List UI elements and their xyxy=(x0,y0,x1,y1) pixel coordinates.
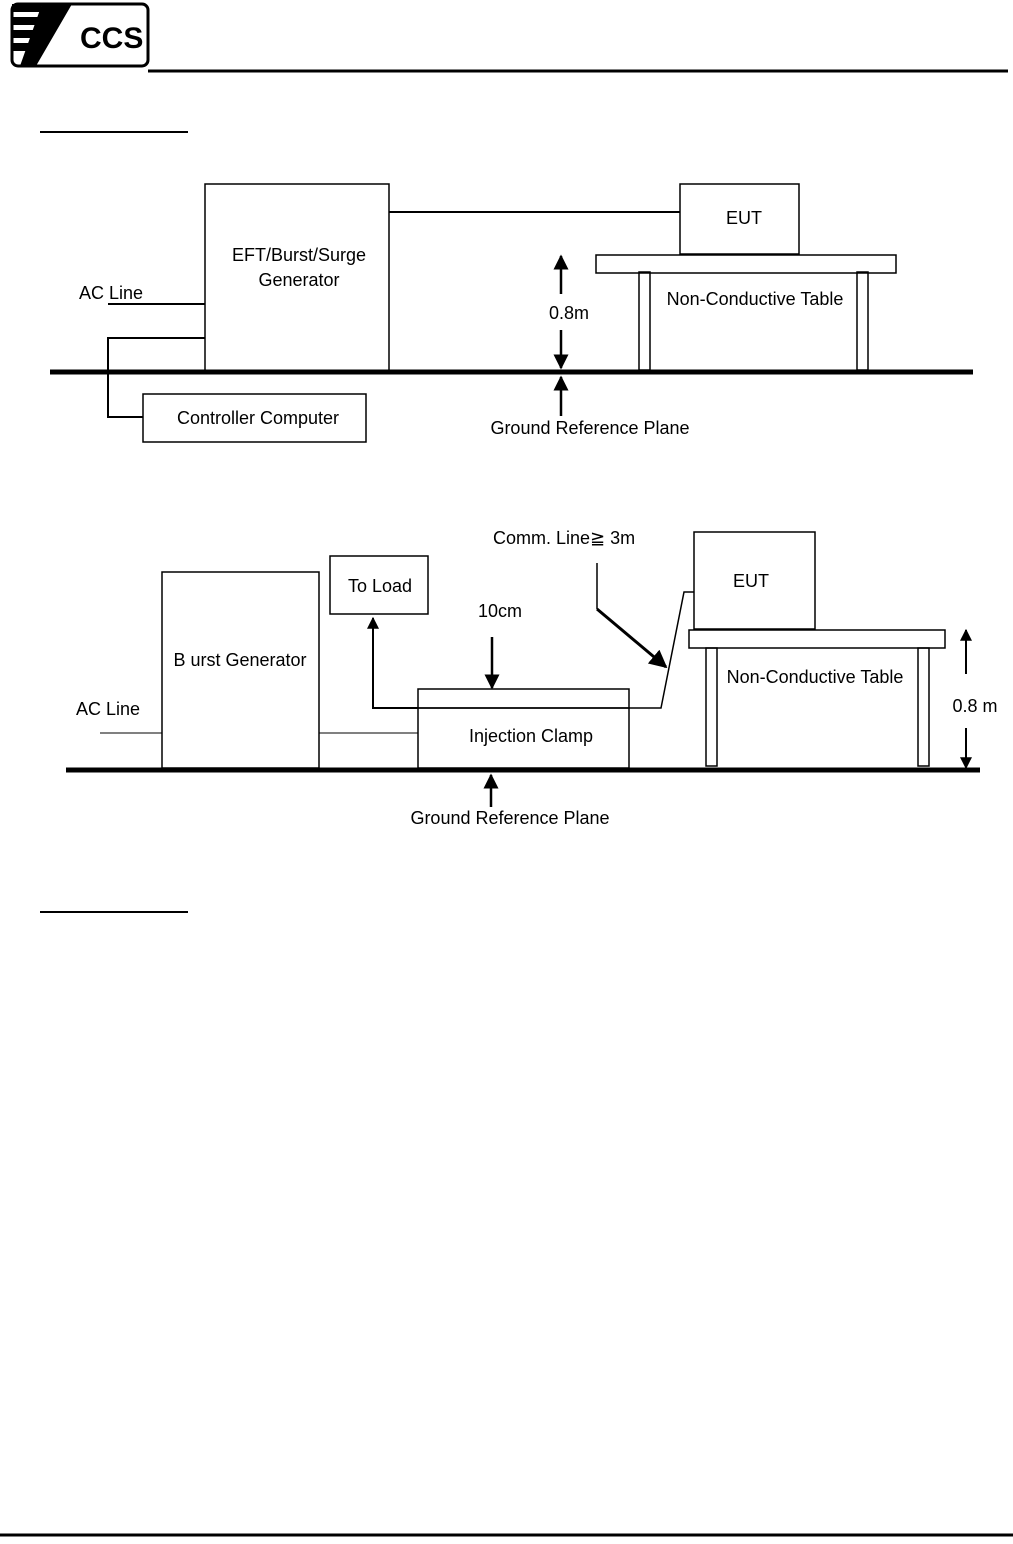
generator-label-line1: EFT/Burst/Surge xyxy=(232,245,366,265)
eut-label: EUT xyxy=(726,208,762,228)
distance-label: 10cm xyxy=(478,601,522,621)
logo: CCS xyxy=(10,2,150,68)
eut-label-2: EUT xyxy=(733,571,769,591)
diagram-2: Comm. Line≧ 3m To Load 10cm EUT B urst G… xyxy=(66,528,998,828)
table-leg-right xyxy=(856,271,869,371)
to-load-wire xyxy=(367,616,418,709)
table-leg-right-2 xyxy=(917,647,930,767)
comm-line-label: Comm. Line≧ 3m xyxy=(493,528,635,548)
height-label-2: 0.8 m xyxy=(952,696,997,716)
to-load-box xyxy=(329,555,429,615)
burst-generator-box xyxy=(161,571,320,769)
comm-line-arrow xyxy=(596,607,668,669)
ground-label-2: Ground Reference Plane xyxy=(410,808,609,828)
comm-cable xyxy=(629,591,694,709)
generator-label-line2: Generator xyxy=(258,270,339,290)
ac-line-label: AC Line xyxy=(79,283,143,303)
controller-label: Controller Computer xyxy=(177,408,339,428)
table-label-2: Non-Conductive Table xyxy=(727,667,904,687)
clamp-label: Injection Clamp xyxy=(469,726,593,746)
to-load-label: To Load xyxy=(348,576,412,596)
table-leg-left xyxy=(638,271,651,371)
ground-label: Ground Reference Plane xyxy=(490,418,689,438)
diagram-1: EFT/Burst/Surge Generator EUT Non-Conduc… xyxy=(50,183,973,443)
controller-wire xyxy=(107,337,205,418)
table-label: Non-Conductive Table xyxy=(667,289,844,309)
burst-generator-label: B urst Generator xyxy=(173,650,306,670)
eut-box xyxy=(679,183,800,255)
eut-box-2 xyxy=(693,531,816,630)
logo-text: CCS xyxy=(80,22,143,55)
table-leg-left-2 xyxy=(705,647,718,767)
logo-stripes-icon xyxy=(12,4,72,66)
table-top xyxy=(595,254,897,274)
clamp-top xyxy=(417,688,630,709)
controller-box xyxy=(142,393,367,443)
height-label: 0.8m xyxy=(549,303,589,323)
table-top-2 xyxy=(688,629,946,649)
ac-line-label-2: AC Line xyxy=(76,699,140,719)
